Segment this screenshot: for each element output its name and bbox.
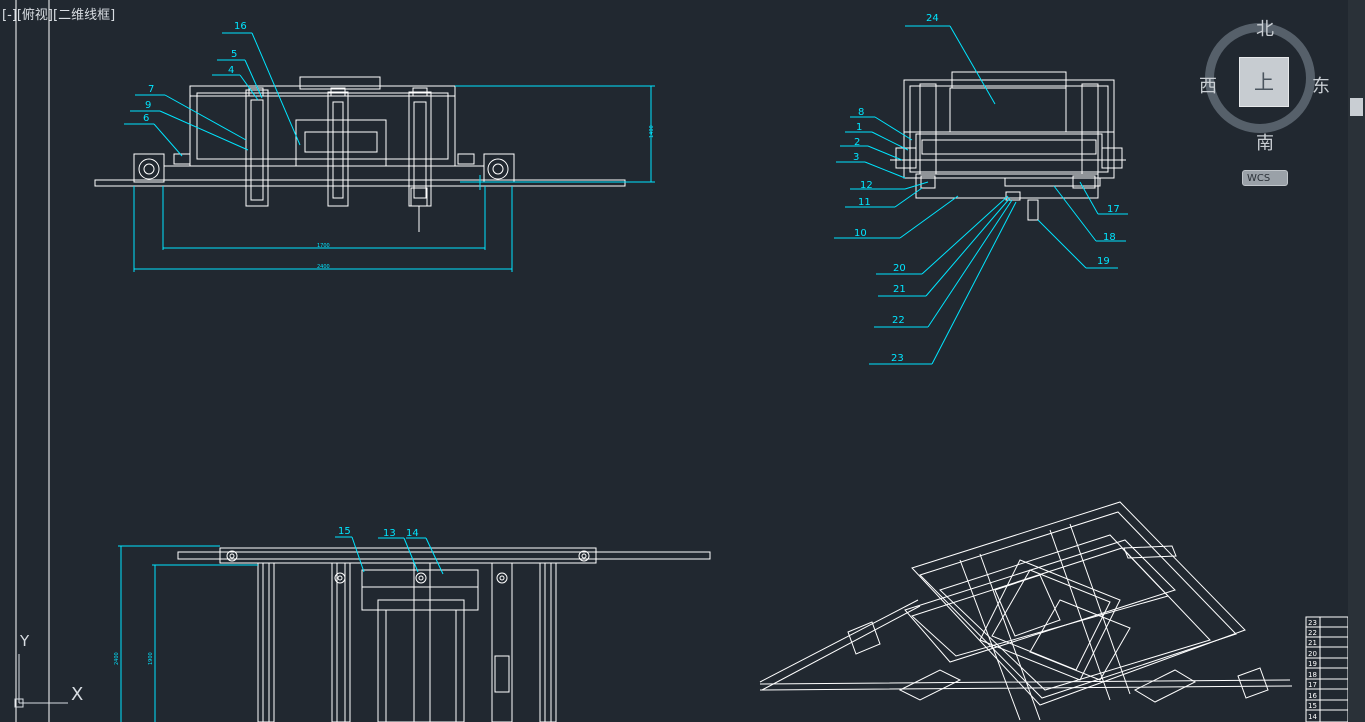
- balloon-4: 4: [228, 65, 234, 76]
- dim-front-outer: 2400: [317, 264, 330, 270]
- balloon-9: 9: [145, 100, 151, 111]
- parts-row: 14: [1308, 713, 1317, 721]
- balloon-22: 22: [892, 315, 905, 326]
- viewport-label: [-][俯视][二维线框]: [2, 4, 115, 23]
- ucs-icon: [14, 654, 68, 708]
- balloon-21: 21: [893, 284, 906, 295]
- balloon-16: 16: [234, 21, 247, 32]
- balloon-14: 14: [406, 528, 419, 539]
- viewcube-compass-ring[interactable]: [1205, 23, 1315, 133]
- bottom-view[interactable]: [177, 547, 711, 722]
- balloon-23: 23: [891, 353, 904, 364]
- ucs-x-label: X: [71, 684, 84, 705]
- parts-row: 23: [1308, 619, 1317, 627]
- parts-row: 21: [1308, 639, 1317, 647]
- parts-row: 16: [1308, 692, 1317, 700]
- balloon-8: 8: [858, 107, 864, 118]
- balloon-10: 10: [854, 228, 867, 239]
- balloon-3: 3: [853, 152, 859, 163]
- dim-front-height: 1400: [649, 125, 655, 138]
- isometric-view[interactable]: [759, 501, 1293, 721]
- front-view[interactable]: [94, 76, 626, 232]
- compass-south[interactable]: 南: [1256, 133, 1274, 154]
- balloon-13: 13: [383, 528, 396, 539]
- balloon-2: 2: [854, 137, 860, 148]
- visual-style-menu[interactable]: [二维线框]: [53, 8, 116, 23]
- parts-row: 17: [1308, 681, 1317, 689]
- balloon-17: 17: [1107, 204, 1120, 215]
- balloon-7: 7: [148, 84, 154, 95]
- compass-west[interactable]: 西: [1199, 76, 1217, 97]
- side-view-annotations: [834, 25, 1128, 365]
- viewport-controls-menu[interactable]: [-]: [2, 8, 17, 23]
- front-view-annotations: [124, 32, 655, 272]
- balloon-5: 5: [231, 49, 237, 60]
- compass-east[interactable]: 东: [1312, 76, 1330, 97]
- balloon-15: 15: [338, 526, 351, 537]
- compass-north[interactable]: 北: [1256, 19, 1274, 40]
- balloon-20: 20: [893, 263, 906, 274]
- bottom-view-annotations: [118, 536, 444, 722]
- view-menu[interactable]: [俯视]: [16, 8, 53, 23]
- balloon-11: 11: [858, 197, 871, 208]
- balloon-18: 18: [1103, 232, 1116, 243]
- balloon-6: 6: [143, 113, 149, 124]
- vertical-scrollbar[interactable]: [1348, 0, 1365, 722]
- dim-bottom-h2: 1900: [148, 652, 154, 665]
- balloon-12: 12: [860, 180, 873, 191]
- parts-row: 19: [1308, 660, 1317, 668]
- balloon-1: 1: [856, 122, 862, 133]
- parts-row: 15: [1308, 702, 1317, 710]
- balloon-19: 19: [1097, 256, 1110, 267]
- dim-bottom-h1: 2400: [114, 652, 120, 665]
- parts-row: 22: [1308, 629, 1317, 637]
- side-view[interactable]: [890, 71, 1126, 221]
- wcs-label: WCS: [1247, 173, 1271, 184]
- dim-front-inner: 1700: [317, 243, 330, 249]
- scrollbar-thumb[interactable]: [1350, 98, 1363, 116]
- viewcube[interactable]: 上 北 南 东 西 WCS: [1196, 12, 1336, 192]
- ucs-y-label: Y: [20, 632, 30, 650]
- wcs-menu[interactable]: WCS: [1242, 170, 1288, 186]
- balloon-24: 24: [926, 13, 939, 24]
- viewcube-top-face[interactable]: 上: [1239, 57, 1289, 107]
- parts-row: 20: [1308, 650, 1317, 658]
- parts-row: 18: [1308, 671, 1317, 679]
